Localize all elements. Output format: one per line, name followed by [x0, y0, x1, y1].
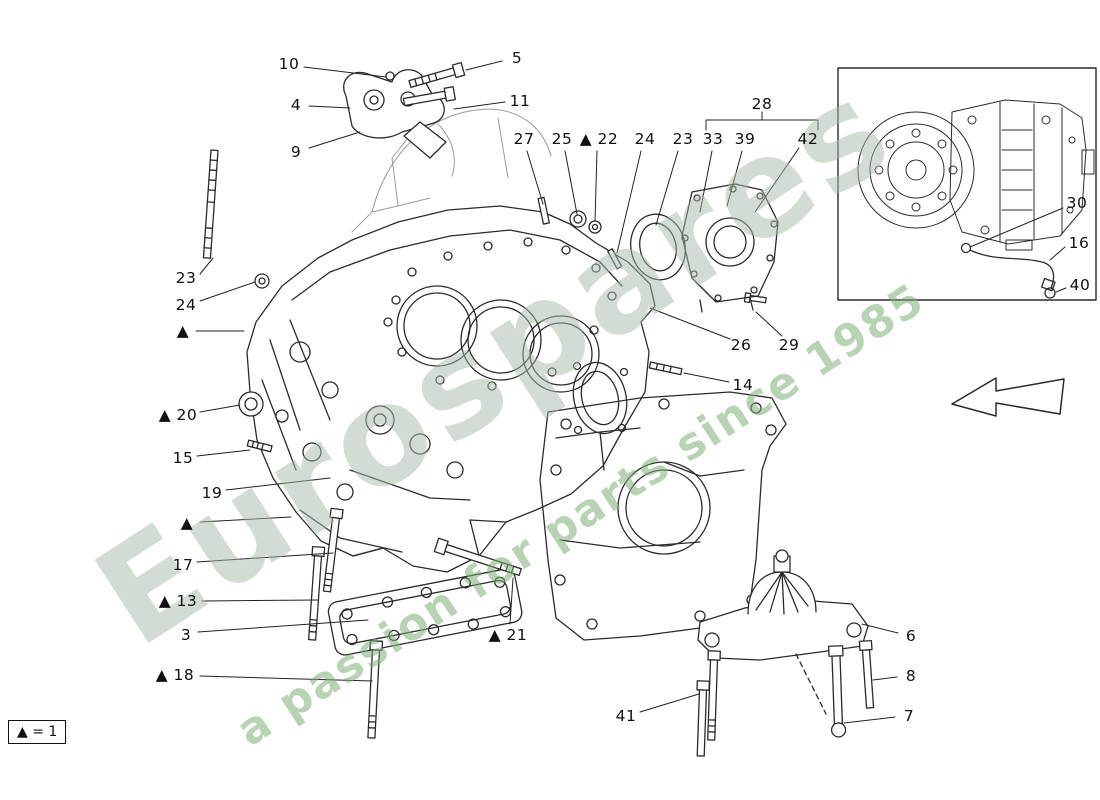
small-studs-and-fittings — [246, 196, 767, 453]
block-stud-long — [202, 149, 270, 289]
side-cover-plate — [681, 183, 779, 313]
engine-mount-bottom-right — [696, 549, 875, 757]
speed-sensor-cable — [960, 242, 1056, 299]
direction-arrow — [951, 377, 1065, 417]
baffle-plate — [327, 568, 523, 656]
gearbox-support-bracket — [539, 391, 787, 641]
background-engine-outline — [351, 108, 552, 233]
mount-bolts-top — [402, 61, 466, 107]
block-side-opening — [572, 361, 629, 435]
core-plug — [238, 391, 264, 417]
crankcase-bolts — [307, 507, 522, 739]
legend-text: ▲ = 1 — [17, 724, 58, 740]
legend-box: ▲ = 1 — [8, 720, 67, 744]
crankcase-block — [246, 205, 656, 573]
gasket-ring — [630, 213, 686, 281]
gearbox-inset — [837, 67, 1097, 301]
cylinder-bores — [383, 237, 617, 393]
leader-lines — [195, 60, 1067, 724]
engine-mount-top-left — [343, 69, 447, 159]
